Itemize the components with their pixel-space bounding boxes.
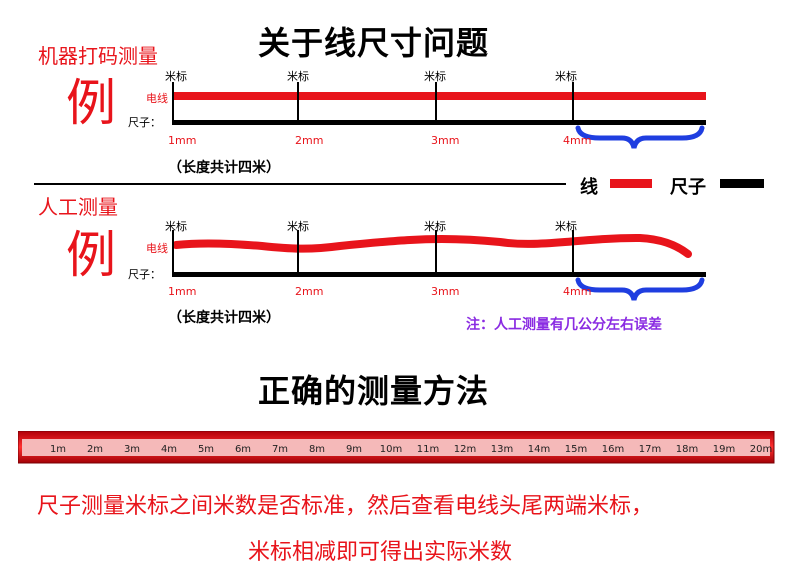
section1-example-char: 例 [66, 74, 116, 132]
section2-error-note: 注：人工测量有几公分左右误差 [466, 317, 662, 333]
section2-marker-1: 米标 [165, 220, 187, 233]
tape-mark-label: 17m [639, 444, 661, 455]
section2-label: 人工测量 [38, 195, 118, 219]
section2-tick-label-1: 1mm [168, 285, 197, 298]
tape-mark-label: 19m [713, 444, 735, 455]
legend-ruler-swatch [720, 179, 764, 188]
tape-mark-label: 7m [272, 444, 288, 455]
section1-tick-label-4: 4mm [563, 134, 592, 147]
section1-wire [173, 92, 706, 100]
tape-mark-label: 9m [346, 444, 362, 455]
section-divider [34, 183, 566, 185]
legend-ruler-label: 尺子 [670, 177, 706, 198]
section1-diagram [172, 82, 706, 149]
section1-marker-1: 米标 [165, 70, 187, 83]
section1-total-note: （长度共计四米） [168, 160, 280, 176]
tape-mark-label: 10m [380, 444, 402, 455]
tape-mark-label: 15m [565, 444, 587, 455]
instructions-line2: 米标相减即可得出实际米数 [248, 540, 513, 565]
page-title: 关于线尺寸问题 [258, 24, 490, 62]
section2-total-note: （长度共计四米） [168, 310, 280, 326]
tape-mark-label: 5m [198, 444, 214, 455]
section2-wire-label: 电线 [146, 242, 168, 255]
section1-tick-label-2: 2mm [295, 134, 324, 147]
section2-tick-label-3: 3mm [431, 285, 460, 298]
section2-marker-4: 米标 [555, 220, 577, 233]
section1-brace [575, 125, 705, 149]
tape-mark-label: 6m [235, 444, 251, 455]
section1-marker-3: 米标 [424, 70, 446, 83]
tape-mark-label: 20m [750, 444, 772, 455]
section2-example-char: 例 [66, 226, 116, 284]
legend-wire-swatch [610, 179, 652, 188]
section2-ruler-label: 尺子： [128, 268, 161, 281]
section2-tick-label-4: 4mm [563, 285, 592, 298]
section2-marker-2: 米标 [287, 220, 309, 233]
tape-mark-label: 8m [309, 444, 325, 455]
section2-marker-3: 米标 [424, 220, 446, 233]
section2-diagram [172, 230, 706, 301]
section2-ruler [173, 272, 706, 277]
tape-mark-label: 16m [602, 444, 624, 455]
section1-marker-4: 米标 [555, 70, 577, 83]
tape-mark-label: 13m [491, 444, 513, 455]
section2-brace [575, 277, 705, 301]
tape-mark-label: 2m [87, 444, 103, 455]
tape-mark-label: 3m [124, 444, 140, 455]
tape-mark-label: 18m [676, 444, 698, 455]
tape-mark-label: 1m [50, 444, 66, 455]
tape-mark-label: 14m [528, 444, 550, 455]
section1-label: 机器打码测量 [38, 44, 158, 68]
section1-marker-2: 米标 [287, 70, 309, 83]
tape-scale-strip [22, 439, 770, 456]
tape-mark-label: 4m [161, 444, 177, 455]
method-title: 正确的测量方法 [258, 372, 490, 410]
section1-ruler [173, 120, 706, 125]
section1-tick-label-1: 1mm [168, 134, 197, 147]
section1-ruler-label: 尺子： [128, 116, 161, 129]
tape-mark-label: 12m [454, 444, 476, 455]
section2-tick-label-2: 2mm [295, 285, 324, 298]
tape-mark-label: 11m [417, 444, 439, 455]
section1-wire-label: 电线 [146, 92, 168, 105]
section2-wire [172, 233, 692, 258]
section1-tick-label-3: 3mm [431, 134, 460, 147]
legend-wire-label: 线 [580, 177, 598, 198]
instructions-line1: 尺子测量米标之间米数是否标准，然后查看电线头尾两端米标， [37, 494, 654, 519]
measuring-tape: 1m 2m 3m 4m 5m 6m 7m 8m 9m 10m 11m 12m 13m 14m 15m 16m 1… [18, 431, 775, 464]
